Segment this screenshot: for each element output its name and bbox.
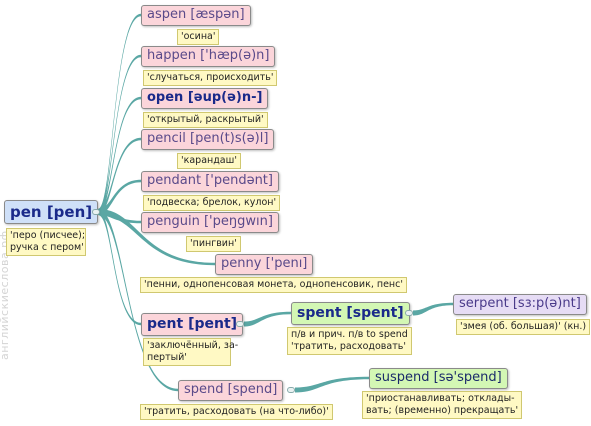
word: spent [297, 305, 342, 321]
word: pendant [147, 173, 202, 188]
transcription: [æspən] [190, 7, 245, 22]
gloss-open: 'открытый, раскрытый' [143, 112, 268, 128]
node-spend[interactable]: spend [spend] [178, 380, 284, 401]
gloss-suspend: 'приостанавливать; отклады- вать; (време… [362, 391, 523, 419]
root-transcription: [pen] [46, 203, 93, 221]
gloss-penguin: 'пингвин' [186, 236, 241, 252]
word: serpent [459, 296, 509, 311]
gloss-pent-line1: 'заключённый, за- [147, 340, 239, 351]
transcription: ['pendənt] [205, 173, 273, 188]
transcription: [pen(t)s(ə)l] [190, 131, 269, 146]
gloss-happen: 'случаться, происходить' [143, 70, 278, 86]
node-aspen[interactable]: aspen [æspən] [141, 5, 251, 26]
word: open [147, 90, 184, 105]
root-expander[interactable] [92, 209, 100, 215]
spent-expander[interactable] [405, 310, 413, 316]
root-word: pen [10, 203, 42, 221]
node-pencil[interactable]: pencil [pen(t)s(ə)l] [141, 129, 275, 150]
link-penny [98, 209, 215, 266]
node-pendant[interactable]: pendant ['pendənt] [141, 171, 279, 192]
gloss-suspend-line1: 'приостанавливать; отклады- [366, 393, 515, 404]
transcription: [spend] [227, 382, 278, 397]
gloss-pendant: 'подвеска; брелок, кулон' [143, 195, 281, 211]
node-penguin[interactable]: penguin ['peŋgwın] [141, 212, 279, 233]
root-node-pen[interactable]: pen [pen] [4, 200, 99, 224]
word: pencil [147, 131, 186, 146]
transcription: [spent] [346, 305, 404, 321]
node-open[interactable]: open [əup(ə)n-] [141, 88, 269, 109]
gloss-pencil: 'карандаш' [177, 153, 241, 169]
transcription: [sɜ:p(ə)nt] [512, 296, 581, 311]
spend-expander[interactable] [287, 387, 295, 393]
transcription: [əup(ə)n-] [187, 90, 263, 105]
gloss-serpent: 'змея (об. большая)' (кн.) [456, 319, 591, 335]
link-serpent [413, 302, 453, 316]
transcription: ['peŋgwın] [203, 214, 273, 229]
transcription: ['hæp(ə)n] [200, 48, 270, 63]
word: pent [147, 316, 184, 332]
node-pent[interactable]: pent [pent] [141, 313, 244, 336]
gloss-spent-line1: п/в и прич. п/в to spend [291, 329, 408, 340]
transcription: [sə'spend] [433, 370, 502, 385]
transcription: ['penı] [265, 256, 308, 271]
word: suspend [375, 370, 430, 385]
word: aspen [147, 7, 187, 22]
node-penny[interactable]: penny ['penı] [215, 254, 314, 275]
gloss-aspen: 'осина' [177, 29, 220, 45]
gloss-spend: 'тратить, расходовать (на что-либо)' [140, 404, 333, 420]
transcription: [pent] [188, 316, 238, 332]
link-pendant [98, 179, 141, 215]
node-spent[interactable]: spent [spent] [291, 302, 410, 325]
gloss-pent: 'заключённый, за- пертый' [143, 338, 239, 366]
word: happen [147, 48, 196, 63]
gloss-spent-line2: 'тратить, расходовать' [291, 341, 406, 352]
node-happen[interactable]: happen ['hæp(ə)n] [141, 46, 276, 67]
gloss-spent: п/в и прич. п/в to spend 'тратить, расхо… [287, 327, 412, 355]
gloss-penny: 'пенни, однопенсовая монета, однопенсови… [140, 277, 407, 293]
pent-expander[interactable] [236, 321, 244, 327]
root-gloss: 'перо (писчее); ручка с пером' [6, 228, 86, 256]
link-spent [244, 311, 291, 327]
word: spend [184, 382, 224, 397]
root-gloss-line1: 'перо (писчее); [10, 230, 86, 241]
node-serpent[interactable]: serpent [sɜ:p(ə)nt] [453, 294, 587, 315]
link-suspend [295, 376, 369, 393]
link-pent [98, 209, 141, 326]
link-pencil [98, 137, 141, 215]
link-open [98, 96, 141, 215]
word: penguin [147, 214, 200, 229]
word: penny [221, 256, 262, 271]
root-gloss-line2: ручка с пером' [10, 242, 84, 253]
link-aspen [98, 13, 141, 215]
gloss-suspend-line2: вать; (временно) прекращать' [366, 405, 519, 416]
gloss-pent-line2: пертый' [147, 352, 187, 363]
node-suspend[interactable]: suspend [sə'spend] [369, 368, 508, 389]
